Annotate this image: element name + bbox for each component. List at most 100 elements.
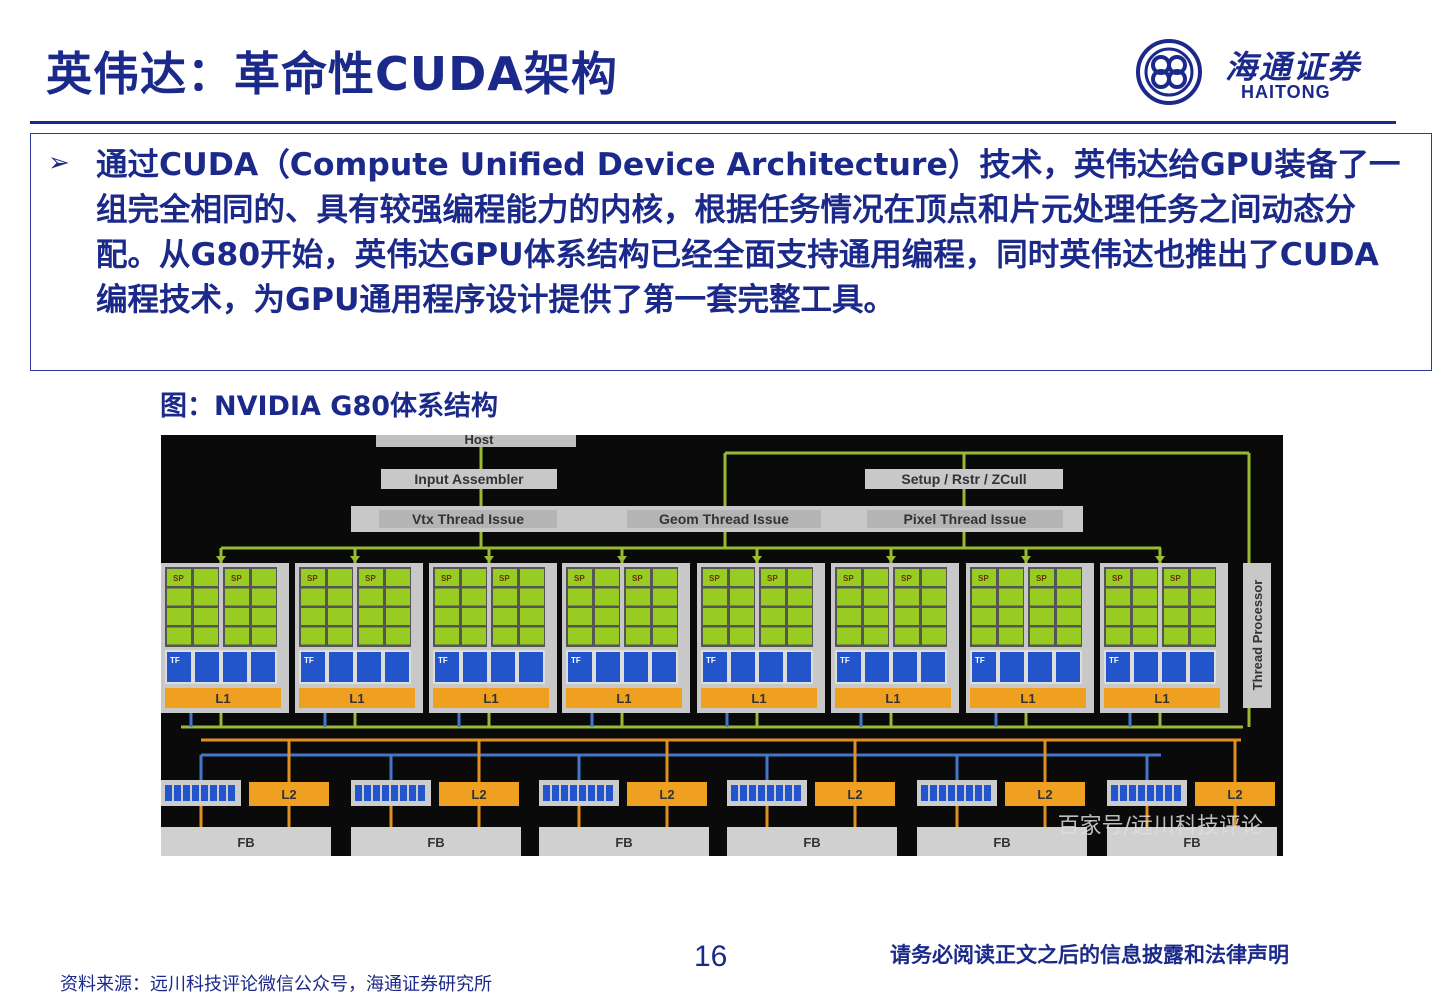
sp-label: SP: [843, 574, 854, 583]
tf-unit: [596, 652, 620, 682]
tf-unit: [703, 652, 727, 682]
rop-unit: [1111, 785, 1118, 801]
l1-block: [835, 688, 951, 708]
disclaimer: 请务必阅读正文之后的信息披露和法律声明: [890, 942, 1289, 967]
sp-core: [626, 569, 650, 586]
l1-block: [1104, 688, 1220, 708]
rop-unit: [588, 785, 595, 801]
g80-architecture-diagram: Host Input Assembler Setup / Rstr / ZCul…: [161, 435, 1283, 856]
bullet-box: [30, 133, 1432, 371]
sp-core: [703, 569, 727, 586]
sp-core: [1030, 569, 1054, 586]
sp-core: [972, 569, 996, 586]
sp-core: [999, 588, 1023, 606]
sp-core: [493, 588, 517, 606]
sp-core: [730, 608, 754, 625]
sp-core: [653, 608, 677, 625]
rop-unit: [382, 785, 389, 801]
setup-block: [865, 469, 1063, 489]
geom-issue-block: [627, 510, 821, 528]
source-note: 资料来源：远川科技评论微信公众号，海通证券研究所: [60, 974, 492, 995]
l1-label: L1: [1154, 691, 1169, 706]
l1-block: [299, 688, 415, 708]
rop-unit: [758, 785, 765, 801]
sp-core: [895, 608, 919, 625]
tf-unit: [568, 652, 592, 682]
sp-core: [194, 608, 218, 625]
sp-core: [1191, 627, 1215, 645]
tf-unit: [865, 652, 889, 682]
sp-core: [167, 588, 191, 606]
sp-label: SP: [978, 574, 989, 583]
rop-unit: [418, 785, 425, 801]
sp-core: [788, 569, 812, 586]
tf-unit: [1056, 652, 1080, 682]
l2-block: [815, 782, 895, 806]
tf-unit: [731, 652, 755, 682]
tf-unit: [329, 652, 353, 682]
sp-core: [225, 627, 249, 645]
bullet-text: 通过CUDA（Compute Unified Device Architectu…: [96, 147, 1401, 318]
rop-unit: [561, 785, 568, 801]
sp-label: SP: [1112, 574, 1123, 583]
rop-unit: [373, 785, 380, 801]
fb-label: FB: [1183, 835, 1200, 850]
sp-core: [595, 608, 619, 625]
fb-block: [161, 827, 331, 856]
host-block: [376, 435, 576, 447]
rop-unit: [930, 785, 937, 801]
tf-unit: [1162, 652, 1186, 682]
sp-core: [653, 588, 677, 606]
sp-core: [435, 569, 459, 586]
haitong-logo: 海通证券 HAITONG: [1133, 38, 1393, 106]
tf-unit: [357, 652, 381, 682]
l1-block: [970, 688, 1086, 708]
sp-core: [386, 608, 410, 625]
sp-core: [922, 627, 946, 645]
sp-core: [1057, 608, 1081, 625]
sp-core: [435, 588, 459, 606]
tf-unit: [787, 652, 811, 682]
fb-block: [351, 827, 521, 856]
rop-unit: [409, 785, 416, 801]
sp-core: [595, 588, 619, 606]
tf-label: TF: [170, 656, 180, 665]
sp-core: [328, 569, 352, 586]
sp-label: SP: [441, 574, 452, 583]
sp-core: [386, 569, 410, 586]
sp-core: [999, 569, 1023, 586]
rop-unit: [192, 785, 199, 801]
sp-core: [225, 569, 249, 586]
sp-core: [895, 627, 919, 645]
sp-core: [252, 627, 276, 645]
sp-label: SP: [365, 574, 376, 583]
sp-core: [167, 627, 191, 645]
sp-core: [788, 608, 812, 625]
setup-label: Setup / Rstr / ZCull: [901, 471, 1026, 487]
sp-core: [194, 588, 218, 606]
rop-unit: [740, 785, 747, 801]
sp-label: SP: [1036, 574, 1047, 583]
rop-unit: [1147, 785, 1154, 801]
sp-core: [626, 608, 650, 625]
sp-core: [999, 627, 1023, 645]
sp-label: SP: [709, 574, 720, 583]
l1-label: L1: [215, 691, 230, 706]
sp-core: [252, 569, 276, 586]
sp-core: [837, 608, 861, 625]
sp-core: [462, 569, 486, 586]
tf-unit: [972, 652, 996, 682]
l2-label: L2: [281, 787, 296, 802]
sp-core: [520, 588, 544, 606]
sp-core: [301, 608, 325, 625]
l2-block: [1005, 782, 1085, 806]
l1-label: L1: [616, 691, 631, 706]
tf-unit: [435, 652, 459, 682]
sp-core: [359, 608, 383, 625]
rop-unit: [984, 785, 991, 801]
l2-label: L2: [847, 787, 862, 802]
